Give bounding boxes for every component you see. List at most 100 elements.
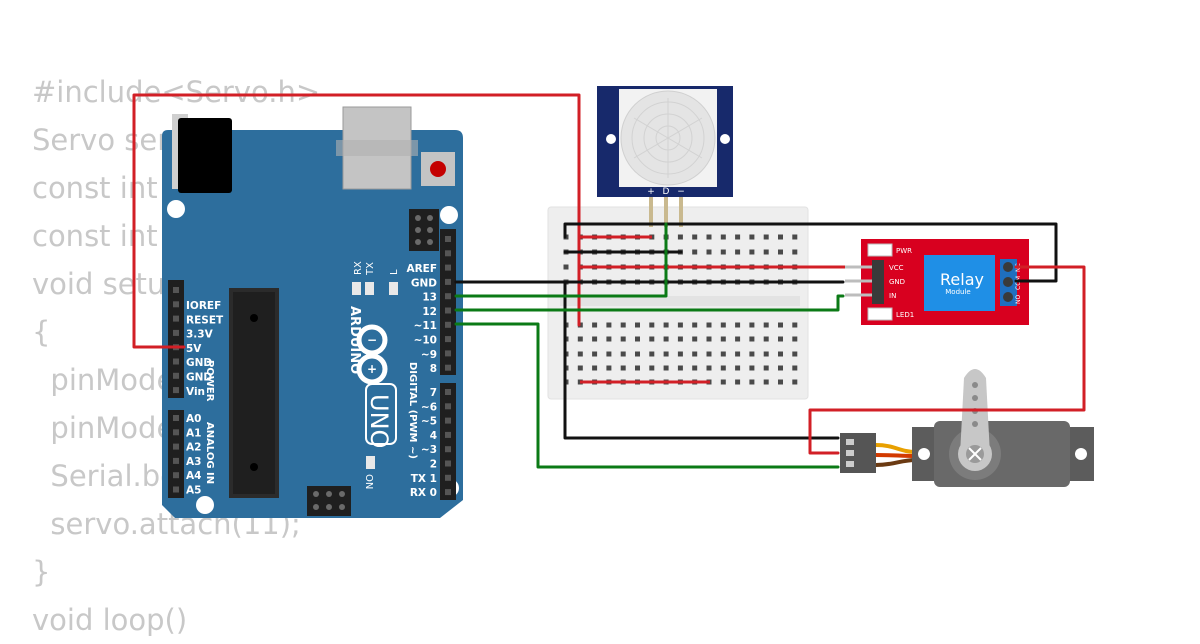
breadboard-hole[interactable]: [692, 336, 698, 342]
breadboard-hole[interactable]: [649, 351, 655, 357]
header-pin[interactable]: [173, 387, 179, 394]
breadboard-hole[interactable]: [763, 249, 769, 255]
breadboard-hole[interactable]: [720, 351, 726, 357]
breadboard-hole[interactable]: [620, 336, 626, 342]
breadboard-hole[interactable]: [577, 351, 583, 357]
header-pin[interactable]: [445, 278, 451, 285]
relay-module[interactable]: PWR LED1 VCC GND IN Relay Module NO COM …: [845, 239, 1029, 325]
breadboard-hole[interactable]: [706, 322, 712, 328]
reset-button-cap[interactable]: [430, 161, 446, 177]
arduino-uno-board[interactable]: RX TX L ARDUINO − + UNO ON DIGITAL (PWM …: [162, 106, 463, 518]
breadboard-hole[interactable]: [792, 249, 798, 255]
header-pin[interactable]: [173, 443, 179, 450]
breadboard-hole[interactable]: [620, 322, 626, 328]
breadboard-hole[interactable]: [763, 379, 769, 385]
breadboard-hole[interactable]: [763, 365, 769, 371]
breadboard-hole[interactable]: [763, 234, 769, 240]
header-pin[interactable]: [173, 486, 179, 493]
breadboard-hole[interactable]: [735, 234, 741, 240]
breadboard-hole[interactable]: [735, 249, 741, 255]
breadboard-hole[interactable]: [692, 365, 698, 371]
wire-relay-com[interactable]: [563, 222, 1058, 283]
breadboard-hole[interactable]: [663, 336, 669, 342]
breadboard-hole[interactable]: [620, 351, 626, 357]
breadboard-hole[interactable]: [720, 234, 726, 240]
header-pin[interactable]: [445, 350, 451, 357]
header-pin[interactable]: [445, 460, 451, 467]
breadboard-hole[interactable]: [563, 264, 569, 270]
header-pin[interactable]: [173, 329, 179, 336]
breadboard-hole[interactable]: [792, 336, 798, 342]
breadboard-hole[interactable]: [792, 379, 798, 385]
header-pin[interactable]: [173, 301, 179, 308]
breadboard-hole[interactable]: [606, 365, 612, 371]
breadboard-hole[interactable]: [778, 234, 783, 240]
breadboard-hole[interactable]: [592, 322, 598, 328]
breadboard-hole[interactable]: [577, 336, 583, 342]
header-pin[interactable]: [445, 417, 451, 424]
breadboard-hole[interactable]: [635, 365, 640, 371]
header-pin[interactable]: [445, 250, 451, 257]
breadboard-hole[interactable]: [649, 336, 655, 342]
breadboard-hole[interactable]: [706, 351, 712, 357]
breadboard-hole[interactable]: [763, 322, 769, 328]
breadboard-hole[interactable]: [692, 322, 698, 328]
pir-motion-sensor[interactable]: + D −: [597, 86, 733, 227]
header-pin[interactable]: [173, 429, 179, 436]
breadboard-hole[interactable]: [635, 351, 640, 357]
header-pin[interactable]: [173, 372, 179, 379]
breadboard-hole[interactable]: [663, 365, 669, 371]
breadboard-hole[interactable]: [778, 365, 783, 371]
breadboard-hole[interactable]: [720, 322, 726, 328]
breadboard-hole[interactable]: [735, 351, 741, 357]
breadboard-hole[interactable]: [677, 365, 683, 371]
breadboard-hole[interactable]: [749, 249, 755, 255]
breadboard-hole[interactable]: [735, 365, 741, 371]
breadboard-hole[interactable]: [706, 365, 712, 371]
header-pin[interactable]: [173, 415, 179, 421]
breadboard-hole[interactable]: [792, 322, 798, 328]
breadboard-hole[interactable]: [577, 365, 583, 371]
breadboard-hole[interactable]: [649, 365, 655, 371]
header-pin[interactable]: [173, 358, 179, 365]
breadboard-hole[interactable]: [592, 336, 598, 342]
wire-5v[interactable]: [132, 93, 581, 349]
header-pin[interactable]: [173, 457, 179, 464]
breadboard-hole[interactable]: [778, 322, 783, 328]
header-pin[interactable]: [445, 336, 451, 343]
breadboard-hole[interactable]: [735, 379, 741, 385]
breadboard-hole[interactable]: [749, 234, 755, 240]
breadboard-hole[interactable]: [677, 234, 683, 240]
breadboard-hole[interactable]: [677, 351, 683, 357]
breadboard-hole[interactable]: [635, 336, 640, 342]
header-pin[interactable]: [445, 236, 451, 242]
breadboard-hole[interactable]: [778, 249, 783, 255]
breadboard-hole[interactable]: [778, 379, 783, 385]
pir-pin[interactable]: [664, 197, 668, 227]
breadboard-hole[interactable]: [706, 249, 712, 255]
breadboard-hole[interactable]: [706, 336, 712, 342]
breadboard-hole[interactable]: [720, 249, 726, 255]
header-pin[interactable]: [173, 472, 179, 479]
header-pin[interactable]: [445, 446, 451, 453]
breadboard-hole[interactable]: [763, 336, 769, 342]
header-pin[interactable]: [445, 264, 451, 271]
breadboard-hole[interactable]: [606, 351, 612, 357]
servo-motor[interactable]: [840, 369, 1094, 487]
breadboard-hole[interactable]: [749, 351, 755, 357]
breadboard-hole[interactable]: [720, 365, 726, 371]
breadboard-hole[interactable]: [635, 322, 640, 328]
breadboard-hole[interactable]: [749, 365, 755, 371]
breadboard-hole[interactable]: [792, 365, 798, 371]
header-pin[interactable]: [445, 403, 451, 410]
wire-relay-servo-power[interactable]: [808, 265, 1086, 455]
header-pin[interactable]: [445, 364, 451, 371]
breadboard-hole[interactable]: [778, 336, 783, 342]
breadboard-hole[interactable]: [720, 336, 726, 342]
breadboard-hole[interactable]: [620, 365, 626, 371]
header-pin[interactable]: [445, 474, 451, 481]
breadboard-hole[interactable]: [649, 322, 655, 328]
breadboard-hole[interactable]: [749, 336, 755, 342]
breadboard-hole[interactable]: [792, 234, 798, 240]
wire-relay-in[interactable]: [454, 294, 845, 312]
